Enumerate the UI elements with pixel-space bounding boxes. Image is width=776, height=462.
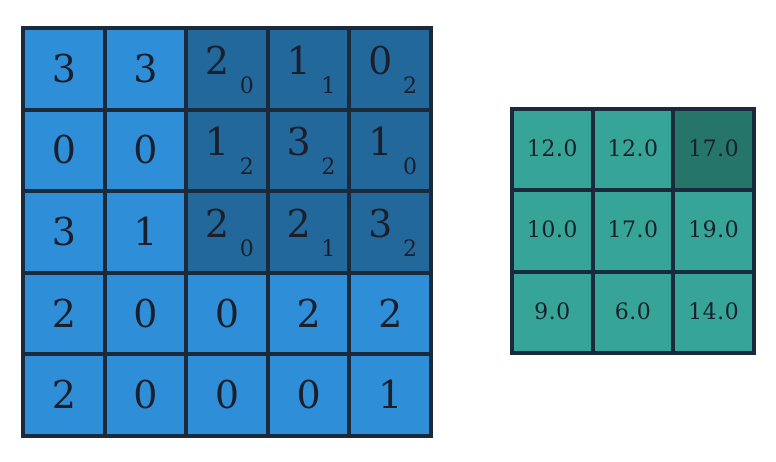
kernel-weight: 2 — [402, 236, 417, 262]
input-cell: 0 — [106, 356, 185, 434]
input-cell-value: 0 — [296, 373, 321, 418]
kernel-weight: 0 — [239, 73, 254, 99]
input-cell: 3 — [25, 30, 103, 108]
input-cell-value: 1 — [378, 373, 403, 418]
input-cell-value: 0 — [214, 373, 240, 418]
kernel-weight: 2 — [321, 155, 336, 181]
input-cell-value: 2 — [51, 291, 76, 336]
input-cell-value: 0 — [51, 128, 76, 173]
input-cell-value: 0 — [133, 373, 158, 418]
input-cell: 2 — [269, 274, 348, 353]
kernel-weight: 0 — [239, 236, 254, 262]
input-cell-value: 1 — [204, 120, 230, 165]
input-cell-value: 0 — [214, 291, 240, 336]
output-cell: 12.0 — [594, 111, 672, 189]
input-cell: 0 — [188, 274, 266, 353]
input-cell-value: 1 — [368, 120, 393, 165]
kernel-weight: 0 — [402, 155, 417, 181]
input-cell-value: 2 — [286, 201, 311, 246]
output-cell: 6.0 — [594, 273, 672, 351]
output-cell: 10.0 — [514, 192, 591, 270]
input-cell: 2 — [25, 274, 103, 353]
input-cell-value: 0 — [133, 291, 158, 336]
kernel-weight: 1 — [321, 73, 336, 99]
input-cell-value: 1 — [133, 209, 158, 254]
input-cell-value: 0 — [368, 38, 393, 83]
input-cell-value: 2 — [51, 373, 76, 418]
kernel-weight: 2 — [402, 73, 417, 99]
output-cell: 17.0 — [594, 192, 672, 270]
output-cell: 17.0 — [675, 111, 752, 189]
input-cell-value: 2 — [204, 38, 230, 83]
input-cell-value: 3 — [133, 46, 158, 91]
input-cell: 0 — [188, 356, 266, 434]
input-cell: 1 — [351, 356, 429, 434]
input-cell: 3 — [25, 193, 103, 271]
input-cell: 0 — [106, 111, 185, 190]
input-cell: 2 — [351, 274, 429, 353]
output-cell: 12.0 — [514, 111, 591, 189]
input-cell-value: 3 — [51, 46, 76, 91]
input-cell: 3 — [106, 30, 185, 108]
output-cell: 19.0 — [675, 192, 752, 270]
input-cell-value: 3 — [51, 209, 76, 254]
input-cell-value: 3 — [286, 120, 311, 165]
kernel-weight: 1 — [321, 236, 336, 262]
input-cell-value: 2 — [378, 291, 403, 336]
input-cell: 2 — [25, 356, 103, 434]
input-cell-value: 0 — [133, 128, 158, 173]
input-cell: 0 — [106, 274, 185, 353]
input-cell-value: 3 — [368, 201, 393, 246]
input-cell-value: 2 — [204, 201, 230, 246]
output-cell: 14.0 — [675, 273, 752, 351]
input-cell-value: 2 — [296, 291, 321, 336]
input-cell: 0 — [269, 356, 348, 434]
input-cell-value: 1 — [286, 38, 311, 83]
output-cell: 9.0 — [514, 273, 591, 351]
kernel-weight: 2 — [239, 155, 254, 181]
input-cell: 1 — [106, 193, 185, 271]
input-cell: 0 — [25, 111, 103, 190]
